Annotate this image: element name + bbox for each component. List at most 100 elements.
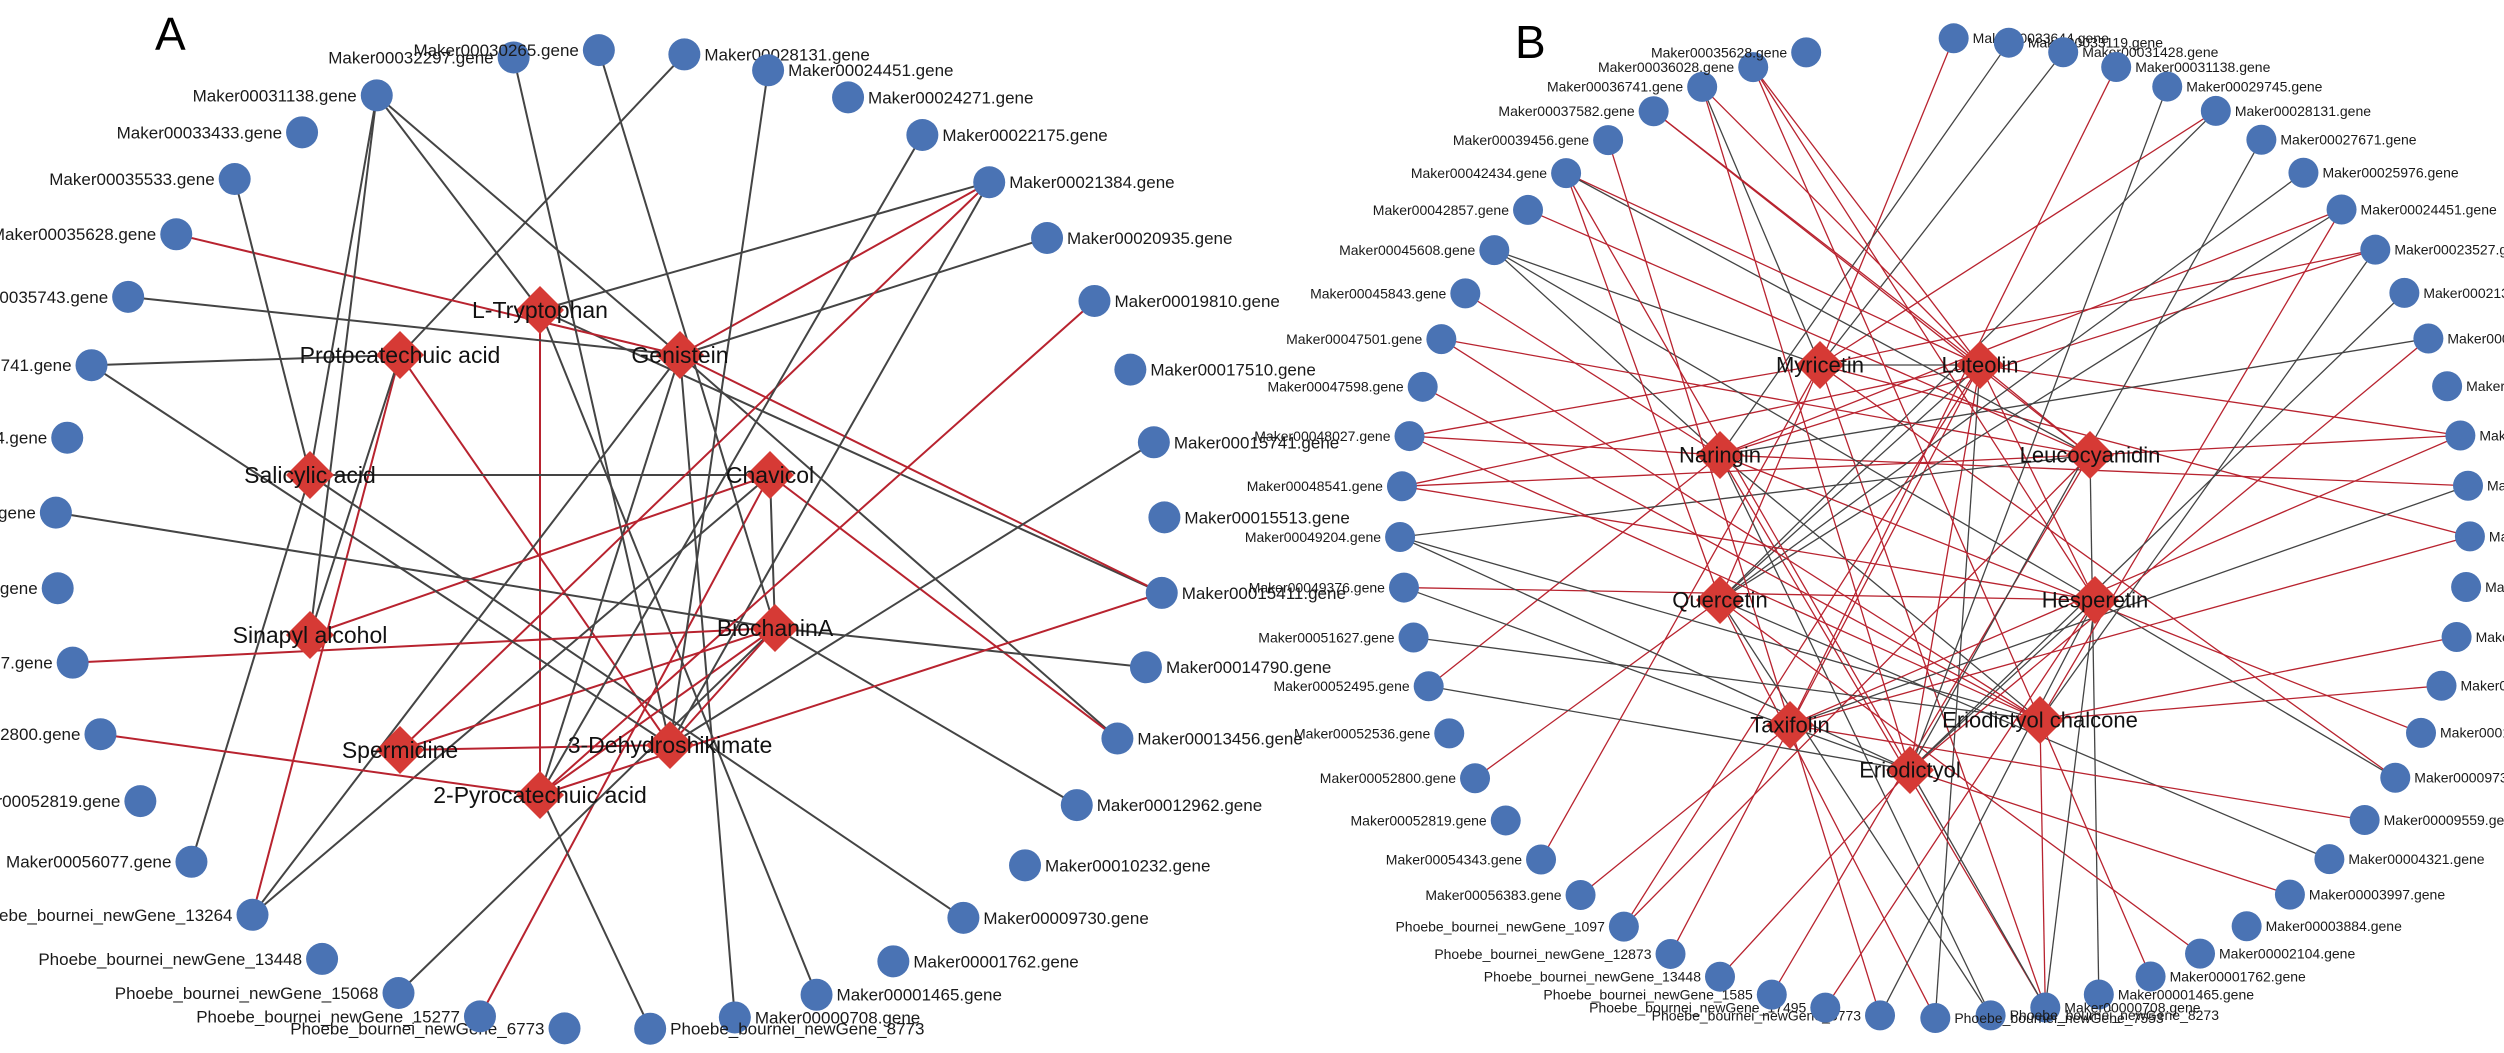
gene-label: Maker00047501.gene (1286, 331, 1422, 347)
gene-node-circle (124, 785, 157, 818)
gene-label: Maker00052495.gene (1273, 678, 1409, 694)
edge-line (72, 627, 776, 664)
edge-line (1719, 208, 2342, 601)
metabolite-label: L-Tryptophan (472, 297, 608, 323)
gene-node: Maker00049376.gene (1249, 572, 1419, 603)
edge-line (375, 94, 541, 311)
gene-node-circle (1394, 421, 1425, 452)
edge-line (309, 95, 378, 476)
gene-node-circle (2406, 717, 2437, 748)
panel-a-edges (55, 49, 1163, 1030)
gene-label: Maker00001465.gene (2118, 986, 2254, 1002)
gene-label: Maker00035743.gene (0, 288, 108, 307)
edge-line (769, 474, 1119, 740)
gene-node: Maker00009730.gene (2380, 762, 2504, 793)
edge-line (2089, 454, 2100, 995)
gene-node-circle (2101, 51, 2132, 82)
gene-label: Maker00031428.gene (2082, 44, 2218, 60)
edge-line (1399, 536, 2041, 721)
gene-label: Maker00002104.gene (2219, 946, 2355, 962)
edge-line (233, 178, 311, 476)
metabolite-node: Eriodictyol chalcone (1942, 696, 2138, 744)
edge-line (539, 794, 652, 1030)
gene-label: Maker00019810.gene (1114, 292, 1279, 311)
edge-line (1789, 724, 1881, 1016)
edge-line (1719, 599, 2330, 860)
gene-node: Maker00047598.gene (1267, 371, 1438, 402)
gene-node-circle (1526, 844, 1557, 875)
gene-node-circle (1145, 576, 1178, 609)
gene-label: Maker00015411.gene (1182, 584, 1346, 603)
gene-node-circle (2135, 961, 2166, 992)
gene-label: Maker00013113.gene (2461, 678, 2504, 694)
gene-node: Maker00047598.gene (0, 572, 74, 605)
edge-line (1789, 485, 2469, 726)
gene-label: Maker00030265.gene (413, 41, 578, 60)
gene-node: Maker00010141.gene (2406, 717, 2504, 748)
edge-line (1819, 110, 2217, 366)
edge-line (1464, 292, 1721, 456)
edge-line (399, 181, 990, 751)
edge-line (539, 134, 924, 796)
gene-node-circle (1791, 37, 1822, 68)
gene-node: Maker00056077.gene (6, 845, 208, 878)
gene-node-circle (1407, 371, 1438, 402)
gene-node-circle (548, 1012, 581, 1045)
gene-node: Maker00022175.gene (906, 118, 1108, 151)
edge-line (1719, 599, 2201, 955)
gene-node: Maker00052536.gene (1294, 718, 1465, 749)
edge-line (669, 627, 776, 746)
gene-label: Maker00052800.gene (1320, 770, 1456, 786)
gene-node-circle (1101, 722, 1134, 755)
gene-node-circle (1031, 221, 1064, 254)
gene-node: Phoebe_bournei_newGene_7553 (1920, 1002, 2164, 1033)
gene-node: Phoebe_bournei_newGene_13448 (1484, 961, 1736, 992)
gene-node-circle (1460, 763, 1491, 794)
gene-label: Maker00039456.gene (1453, 132, 1589, 148)
metabolite-node: L-Tryptophan (472, 286, 608, 334)
gene-node: Phoebe_bournei_newGene_8273 (1975, 1000, 2219, 1031)
gene-label: Maker00010141.gene (2440, 725, 2504, 741)
metabolite-node: Hesperetin (2042, 576, 2148, 624)
gene-node-circle (1137, 426, 1170, 459)
metabolite-node: Genistein (631, 331, 729, 379)
panel-b-letter: B (1515, 16, 1546, 68)
metabolite-diamond (376, 726, 424, 774)
gene-node: Maker00024451.gene (752, 54, 954, 87)
gene-label: Maker00000708.gene (2064, 999, 2200, 1015)
gene-label: Phoebe_bournei_newGene_12873 (1434, 946, 1651, 962)
gene-node: Maker00035533.gene (49, 163, 251, 196)
gene-node-circle (1114, 353, 1147, 386)
edge-line (539, 591, 1163, 796)
edge-line (1819, 364, 2396, 779)
metabolite-node: Quercetin (1672, 576, 1768, 624)
panel-b-network: B Maker00033644.geneMaker00033119.geneMa… (1245, 16, 2504, 1033)
gene-label: Phoebe_bournei_newGene_7553 (1954, 1010, 2164, 1026)
gene-node-circle (877, 945, 910, 978)
edge-line (1701, 86, 1981, 366)
gene-node-circle (718, 1001, 751, 1034)
gene-node-circle (1810, 992, 1841, 1023)
metabolite-diamond (1886, 746, 1934, 794)
edge-line (539, 181, 990, 311)
gene-node: Maker00029745.gene (2152, 71, 2323, 102)
metabolite-label: BiochaninA (717, 615, 834, 641)
gene-node: Maker00052819.gene (0, 785, 157, 818)
gene-node-circle (582, 34, 615, 67)
gene-node: Maker00000708.gene (2030, 992, 2201, 1023)
gene-node: Maker00013113.gene (2426, 670, 2504, 701)
edge-line (2039, 685, 2442, 721)
gene-label: Maker00014790.gene (1166, 658, 1331, 677)
gene-label: Maker00028131.gene (2235, 103, 2371, 119)
gene-label: Phoebe_bournei_newGene_17495 (1589, 999, 1806, 1015)
edge-line (1494, 249, 1821, 366)
gene-node-circle (2451, 571, 2482, 602)
gene-node-circle (1426, 324, 1457, 355)
edge-line (539, 354, 681, 796)
gene-node: Maker00015411.gene (1145, 576, 1346, 609)
gene-label: Maker00047598.gene (1267, 379, 1403, 395)
gene-label: Maker00052536.gene (1294, 725, 1430, 741)
gene-label: Maker00010232.gene (1045, 856, 1210, 875)
gene-node: Maker00030265.gene (413, 34, 615, 67)
